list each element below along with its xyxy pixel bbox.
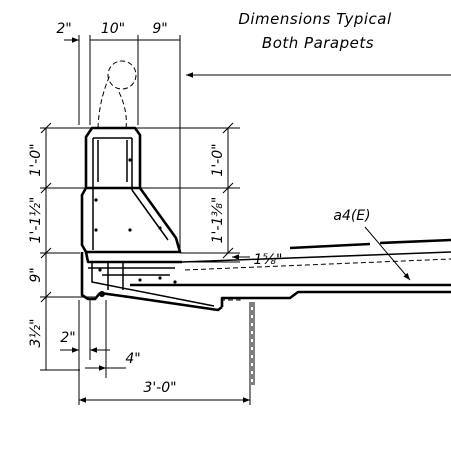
dashed-top-outline xyxy=(97,60,137,129)
section-leader-arrow xyxy=(179,70,451,250)
bar-label-leader xyxy=(364,226,411,281)
deck-slab xyxy=(130,251,451,307)
dim-left-9in: 9" xyxy=(28,267,44,282)
dim-right-1ft0in: 1'-0" xyxy=(210,143,226,176)
top-dimension-lines xyxy=(64,35,181,125)
drain-pipe xyxy=(249,302,255,385)
dim-bottom-3ft0in: 3'-0" xyxy=(143,380,176,396)
bottom-dimension-lines xyxy=(60,300,251,405)
note-line-2: Both Parapets xyxy=(262,34,374,52)
dim-bottom-4in: 4" xyxy=(125,351,140,367)
dim-left-1ft0in: 1'-0" xyxy=(28,143,44,176)
dim-right-1-5-8: 1⅝" xyxy=(254,252,283,268)
left-dimension-chain xyxy=(40,122,52,370)
bar-label-a4e: a4(E) xyxy=(333,208,370,224)
dim-left-3half: 3½" xyxy=(28,319,44,348)
dim-left-1ft1half: 1'-1½" xyxy=(28,197,44,244)
dim-bottom-2in: 2" xyxy=(60,330,75,346)
dim-top-10in: 10" xyxy=(101,21,125,37)
dim-top-2in: 2" xyxy=(56,21,71,37)
wearing-surface xyxy=(289,238,451,250)
note-line-1: Dimensions Typical xyxy=(238,10,392,28)
dim-top-9in: 9" xyxy=(152,21,167,37)
reinforcing-bars xyxy=(88,137,177,297)
dim-right-1ft1-3-8: 1'-1⅜" xyxy=(210,197,226,244)
